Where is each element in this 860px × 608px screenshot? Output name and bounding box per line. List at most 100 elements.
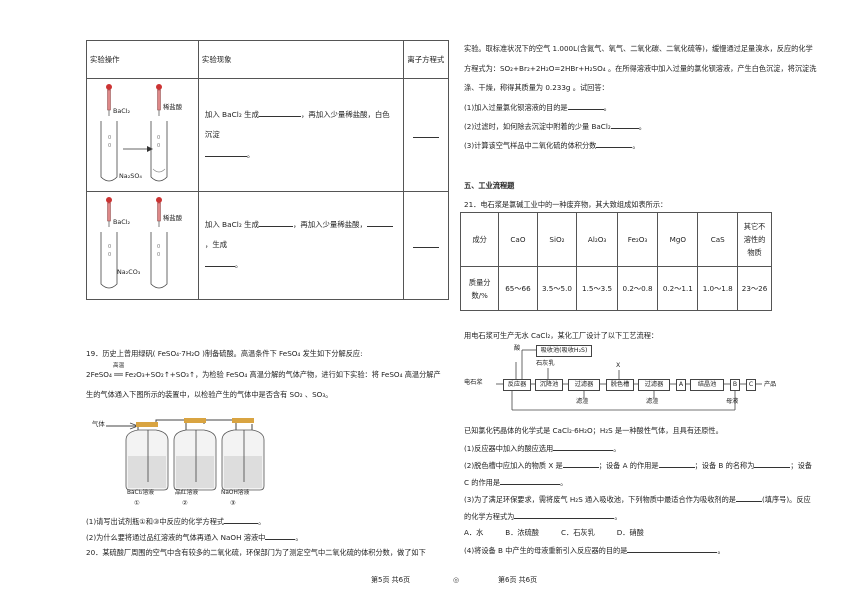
answer-blank[interactable] [258,109,301,118]
q19-line2: 高温 2FeSO₄ ══ Fe₂O₃+SO₂↑+SO₃↑，为检验 FeSO₄ 高… [86,363,441,379]
reagent-hcl-label: 稀盐酸 [163,103,183,111]
table-header: CaS [697,212,739,267]
q21-flow-intro: 用电石浆可生产无水 CaCl₂，某化工厂设计了以下工艺流程： [464,331,659,340]
gas-bottle-apparatus [106,418,265,491]
answer-blank[interactable] [627,545,718,553]
answer-blank[interactable] [366,219,393,228]
row2-equation[interactable] [402,191,450,300]
svg-text:0: 0 [157,135,160,141]
answer-blank[interactable] [258,219,293,228]
bottle-label-2: 品红溶液 [175,490,199,496]
bottle-label-1: BaCl₂溶液 [127,490,155,496]
table-row-label: 质量分数/% [459,266,500,311]
gas-label: 气体 [92,420,105,428]
option-d[interactable]: D．硝酸 [616,528,644,537]
q19-sub1: (1)请写出试剂瓶①和③中反应的化学方程式。 [86,516,266,526]
flow-c-box: C [746,379,756,391]
q20-line3: 方程式为：SO₂+Br₂+2H₂O=2HBr+H₂SO₄ 。在所得溶液中加入过量… [464,64,817,73]
bottle-num-2: ② [182,499,188,507]
flow-absorber-box: 吸收池(吸收H₂S) [536,345,592,357]
q19-sub2: (2)为什么要将通过品红溶液的气体再通入 NaOH 溶液中。 [86,532,303,542]
bottle-label-3: NaOH溶液 [221,490,250,496]
q21-sub4: (4)将设备 B 中产生的母液重新引入反应器的目的是。 [464,545,725,555]
bottle-num-3: ③ [230,499,236,507]
q19-equation: 2FeSO₄ ══ Fe₂O₃+SO₂↑+SO₃↑ [86,370,195,379]
option-b[interactable]: B．浓硫酸 [505,528,539,537]
flow-residue2: 滤渣 [646,398,659,405]
row2-phenomenon: 加入 BaCl₂ 生成，再加入少量稀盐酸，，生成 。 [197,191,404,300]
table-header: CaO [498,212,538,267]
flow-product: 产品 [764,381,777,388]
q19-condition: 高温 [113,363,125,369]
flow-settle-box: 沉降池 [535,379,563,391]
row2-operation: 0 0 0 0 BaCl₂ 稀盐酸 Na₂CO₃ [86,191,199,300]
answer-blank[interactable] [658,460,695,468]
flow-filter2-box: 过滤器 [638,379,670,391]
q21-sub3-cont: 的化学方程式为。 [464,511,622,521]
svg-text:0: 0 [108,135,111,141]
q20-line2: 实验。取标准状况下的空气 1.000L(含氮气、氧气、二氧化碳、二氧化硫等)，缓… [464,44,813,53]
header-phenomenon: 实验现象 [197,40,404,79]
answer-blank[interactable] [204,259,235,268]
svg-text:0: 0 [157,244,160,250]
flow-a-box: A [676,379,686,391]
header-ionic-equation: 离子方程式 [402,40,450,79]
answer-blank[interactable] [562,460,599,468]
q20-line4: 涤、干燥，称得其质量为 0.233g 。试回答： [464,83,609,92]
row1-equation[interactable] [402,77,450,193]
answer-blank[interactable] [500,477,561,485]
table-header: MgO [657,212,699,267]
answer-blank[interactable] [596,140,633,148]
svg-text:0: 0 [108,252,111,258]
flow-start: 电石浆 [464,379,483,386]
q20-sub2: (2)过滤时，如何除去沉淀中附着的少量 BaCl₂。 [464,121,646,131]
row1-phenomenon: 加入 BaCl₂ 生成，再加入少量稀盐酸，白色沉淀 。 [197,77,404,193]
q19-line3: 生的气体通入下图所示的装置中，以检验产生的气体中是否含有 SO₂ 、SO₃。 [86,390,333,399]
table-cell: 65～66 [498,266,538,311]
option-a[interactable]: A．水 [464,528,484,537]
svg-text:0: 0 [108,244,111,250]
table-header: SiO₂ [536,212,578,267]
flow-mother-liquor: 母液 [726,398,739,405]
answer-blank[interactable] [204,149,247,158]
reagent-bacl2-label: BaCl₂ [113,218,131,227]
q21-intro: 21．电石浆是氯碱工业中的一种废弃物，其大致组成如表所示： [464,200,668,209]
binding-mark-icon: ◎ [453,576,460,584]
reagent-bacl2-label: BaCl₂ [113,107,131,115]
table-header: Al₂O₃ [576,212,618,267]
option-c[interactable]: C．石灰乳 [560,528,595,537]
q20-sub1: (1)加入过量氯化钡溶液的目的是。 [464,102,611,112]
row1-operation: 0 0 0 0 BaCl₂ 稀盐酸 Na₂SO₄ [86,77,199,193]
table-header: Fe₂O₃ [616,212,659,267]
reagent-na2so4-label: Na₂SO₄ [119,172,142,180]
answer-blank[interactable] [754,460,791,468]
table-header: 其它不溶性的物质 [737,212,772,267]
reagent-hcl-label: 稀盐酸 [163,214,183,223]
answer-blank[interactable] [610,121,639,129]
q21-known: 已知氯化钙晶体的化学式是 CaCl₂·6H₂O；H₂S 是一种酸性气体，且具有还… [464,426,723,435]
q20-line1: 20．某硫酸厂周围的空气中含有较多的二氧化硫，环保部门为了测定空气中二氧化硫的体… [86,548,426,557]
answer-blank[interactable] [567,102,604,110]
flow-residue1: 滤渣 [576,398,589,405]
svg-text:0: 0 [157,143,160,149]
page-number-right: 第6页 共6页 [498,576,538,584]
bottle-1 [125,429,169,491]
q20-sub3: (3)计算该空气样品中二氧化硫的体积分数。 [464,140,640,150]
bottle-num-1: ① [134,499,140,507]
dropper-bulb [106,84,112,90]
q19-line1: 19．历史上曾用绿矾( FeSO₄·7H₂O )制备硫酸。高温条件下 FeSO₄… [86,349,363,358]
answer-blank[interactable] [265,532,296,540]
table-cell: 3.5～5.0 [536,266,578,311]
flow-x: X [616,362,621,369]
answer-blank[interactable] [514,511,615,519]
flow-decolor-box: 脱色槽 [606,379,634,391]
composition-table: 成分 CaO SiO₂ Al₂O₃ Fe₂O₃ MgO CaS 其它不溶性的物质… [459,212,772,311]
table-header: 成分 [459,212,500,267]
test-tube-diagram-1: 0 0 0 0 [100,84,168,182]
answer-blank[interactable] [735,494,762,502]
answer-blank[interactable] [553,443,614,451]
test-tube-diagram-2: 0 0 0 0 [100,197,168,289]
table-cell: 0.2～0.8 [616,266,659,311]
answer-blank[interactable] [224,516,259,524]
table-cell: 0.2～1.1 [657,266,699,311]
